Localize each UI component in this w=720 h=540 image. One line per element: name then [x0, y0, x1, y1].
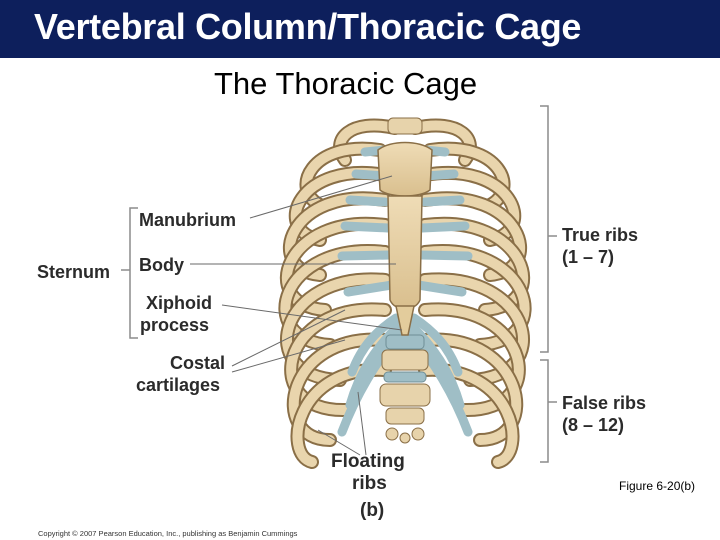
costal-label-line2: cartilages — [136, 375, 220, 395]
figure-reference: Figure 6-20(b) — [619, 479, 695, 493]
true-ribs-label-line2: (1 – 7) — [562, 247, 614, 267]
xiphoid-label-line2: process — [140, 315, 209, 335]
xiphoid-label-line1: Xiphoid — [146, 293, 212, 313]
manubrium-label: Manubrium — [139, 210, 236, 230]
true-ribs-bracket — [540, 106, 557, 352]
sternum-bracket — [121, 208, 138, 338]
sternum-label: Sternum — [37, 262, 110, 282]
sternum-body-shape — [388, 196, 422, 309]
true-ribs-label-line1: True ribs — [562, 225, 638, 245]
costal-label-line1: Costal — [170, 353, 225, 373]
panel-label: (b) — [360, 501, 384, 521]
floating-ribs-label-line2: ribs — [352, 474, 387, 494]
false-ribs-label-line1: False ribs — [562, 393, 646, 413]
floating-ribs-label-line1: Floating — [331, 452, 405, 472]
copyright-notice: Copyright © 2007 Pearson Education, Inc.… — [38, 529, 297, 538]
manubrium-shape — [378, 143, 432, 197]
false-ribs-bracket — [540, 360, 557, 462]
body-label: Body — [139, 255, 184, 275]
false-ribs-label-line2: (8 – 12) — [562, 415, 624, 435]
